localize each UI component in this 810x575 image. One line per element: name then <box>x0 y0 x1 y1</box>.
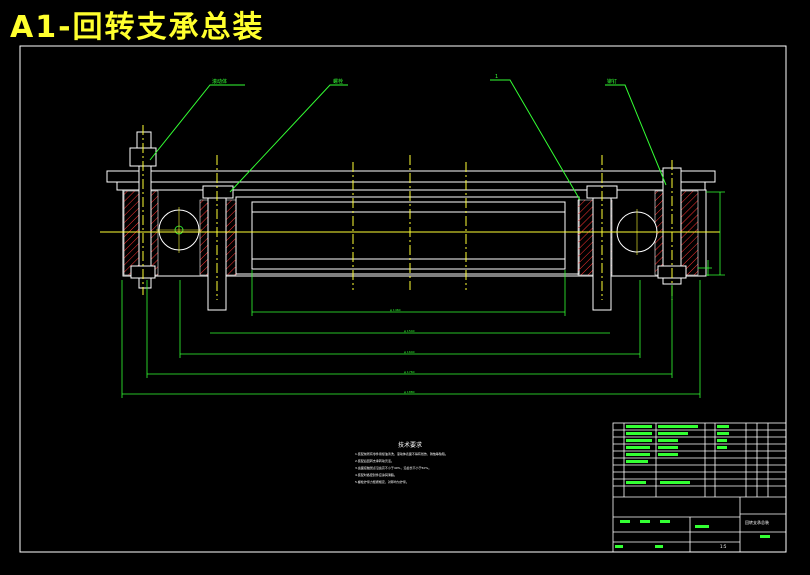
dim-label-1: φ 1460 <box>390 308 401 312</box>
leader-lines <box>149 79 667 201</box>
title-block <box>612 422 787 553</box>
callout-labels: 滚动体 螺栓 1 铆钉 <box>212 74 617 85</box>
drawing-title: A1-回转支承总装 <box>10 10 265 45</box>
technical-requirements: 技术要求 1.装配前所有零件用煤油清洗，滚动体表面不得有划伤、锈蚀等缺陷。 2.… <box>355 440 495 486</box>
dimension-labels: φ 1460 φ 1540 φ 1640 φ 1760 φ 1880 <box>390 308 415 394</box>
callout-1: 滚动体 <box>212 78 227 85</box>
tech-note-line: 4.装配时各密封件应涂润滑脂。 <box>355 473 397 477</box>
tech-note-line: 3.齿面接触斑点沿齿高不小于40%，沿齿长不小于50%。 <box>355 466 432 470</box>
callout-3: 1 <box>495 74 498 80</box>
dim-label-4: φ 1760 <box>404 370 415 374</box>
drawing-scale-label: 1:5 <box>720 544 727 549</box>
drawing-frame <box>19 45 787 553</box>
dim-label-5: φ 1880 <box>404 390 415 394</box>
tech-note-line: 5.螺栓拧紧力矩按规定，对称均匀拧紧。 <box>355 480 409 484</box>
tech-notes-title: 技术要求 <box>397 442 422 449</box>
dimension-lines <box>121 191 725 398</box>
title-block-text: 回转支承总装 1:5 <box>720 519 769 549</box>
right-outer-bolt <box>657 167 687 285</box>
dim-label-2: φ 1540 <box>404 329 415 333</box>
left-outer-bolt <box>129 131 157 289</box>
center-lines <box>100 125 720 300</box>
callout-2: 螺栓 <box>333 78 343 85</box>
callout-4: 铆钉 <box>607 78 617 85</box>
drawing-name-label: 回转支承总装 <box>745 519 769 525</box>
tech-note-line: 1.装配前所有零件用煤油清洗，滚动体表面不得有划伤、锈蚀等缺陷。 <box>355 452 448 456</box>
top-plate <box>106 170 716 191</box>
title-block-fills <box>615 425 770 548</box>
dim-label-3: φ 1640 <box>404 350 415 354</box>
tech-note-line: 2.装配后回转支承转动灵活。 <box>355 459 394 463</box>
